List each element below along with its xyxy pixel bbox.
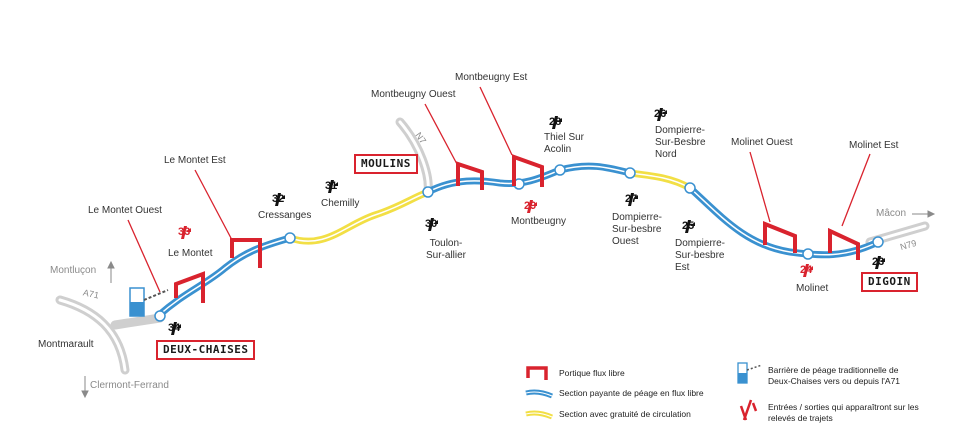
leader-montbeugny-est [479, 86, 513, 156]
legend-exit-icon [739, 399, 758, 421]
gantry-label-molinet-est: Molinet Est [849, 140, 899, 151]
gantry-le-montet-ouest [174, 271, 205, 303]
place-cressanges: Cressanges [258, 210, 312, 221]
place-dompierre-nord: Dompierre- Sur-Besbre Nord [655, 125, 706, 160]
node-25 [684, 182, 696, 194]
gantry-label-le-montet-est: Le Montet Est [164, 155, 226, 166]
exit-23: 23 [872, 256, 885, 269]
exit-34: 34 [168, 322, 181, 335]
gantry-label-montbeugny-est: Montbeugny Est [455, 72, 528, 83]
node-34 [154, 310, 166, 322]
leader-le-montet-est [194, 169, 233, 241]
exit-26-icon [657, 108, 667, 121]
gantry-label-molinet-ouest: Molinet Ouest [731, 137, 793, 148]
barrier-deux-chaises [129, 287, 169, 317]
node-27 [624, 167, 636, 179]
exit-28: 28 [549, 116, 562, 129]
legend-barrier-text: Barrière de péage traditionnelle de Deux… [768, 365, 901, 386]
city-sign-moulins: MOULINS [354, 154, 418, 174]
leader-molinet-ouest [749, 151, 771, 223]
place-montmarault: Montmarault [38, 339, 94, 350]
free-section-dompierre [626, 169, 694, 192]
exit-30-icon [428, 218, 438, 231]
leader-montbeugny-ouest [424, 103, 459, 167]
exit-33-icon [181, 226, 191, 239]
gantry-montbeugny-est [512, 154, 544, 187]
a71-road-west [55, 295, 130, 375]
place-dompierre-ouest: Dompierre- Sur-besbre Ouest [612, 212, 663, 247]
direction-clermont: Clermont-Ferrand [90, 380, 169, 391]
place-dompierre-est: Dompierre- Sur-besbre Est [675, 238, 726, 273]
place-molinet: Molinet [796, 283, 829, 294]
exit-29-icon [527, 200, 537, 213]
city-sign-digoin: DIGOIN [861, 272, 918, 292]
gantry-molinet-est [828, 227, 860, 260]
exit-28-icon [552, 116, 562, 129]
legend-free-text: Section avec gratuité de circulation [559, 409, 691, 419]
exit-25: 25 [682, 220, 695, 233]
legend-gantry-icon [526, 366, 548, 380]
gantry-le-montet-est [230, 238, 262, 268]
legend-gantry-text: Portique flux libre [559, 368, 625, 378]
node-30 [422, 186, 434, 198]
gantry-label-le-montet-ouest: Le Montet Ouest [88, 205, 162, 216]
place-chemilly: Chemilly [321, 198, 360, 209]
leader-le-montet-ouest [127, 219, 161, 293]
node-24 [802, 248, 814, 260]
exit-31: 31 [325, 180, 338, 193]
node-32 [284, 232, 296, 244]
exit-26: 26 [654, 108, 667, 121]
exit-23-icon [875, 256, 885, 269]
exit-25-icon [685, 220, 695, 233]
exit-24-icon [803, 264, 813, 277]
place-thiel: Thiel Sur Acolin [544, 132, 585, 155]
legend-toll-text: Section payante de péage en flux libre [559, 388, 704, 398]
exit-24: 24 [800, 264, 813, 277]
exit-33: 33 [178, 226, 191, 239]
exit-27: 27 [625, 193, 638, 206]
direction-montlucon: Montluçon [50, 265, 97, 276]
node-28 [554, 164, 566, 176]
city-sign-deux-chaises: DEUX-CHAISES [156, 340, 256, 360]
a71-junction-road [110, 313, 165, 330]
exit-27-icon [628, 193, 638, 206]
gantry-molinet-ouest [763, 221, 797, 253]
exit-34-icon [171, 322, 181, 335]
gantry-montbeugny-ouest [456, 161, 484, 190]
direction-macon: Mâcon [876, 208, 907, 219]
legend-exits-text: Entrées / sorties qui apparaîtront sur l… [768, 402, 919, 423]
leader-molinet-est [841, 153, 871, 227]
exit-32: 32 [272, 193, 285, 206]
legend-graphics [525, 362, 763, 421]
exit-31-icon [328, 180, 338, 193]
exit-30: 30 [425, 218, 438, 231]
exit-29: 29 [524, 200, 537, 213]
exit-32-icon [275, 193, 285, 206]
gantry-label-montbeugny-ouest: Montbeugny Ouest [371, 89, 456, 100]
node-23 [872, 236, 884, 248]
place-toulon: Toulon- Sur-allier [425, 238, 467, 261]
place-le-montet: Le Montet [168, 248, 213, 259]
place-montbeugny: Montbeugny [511, 216, 567, 227]
